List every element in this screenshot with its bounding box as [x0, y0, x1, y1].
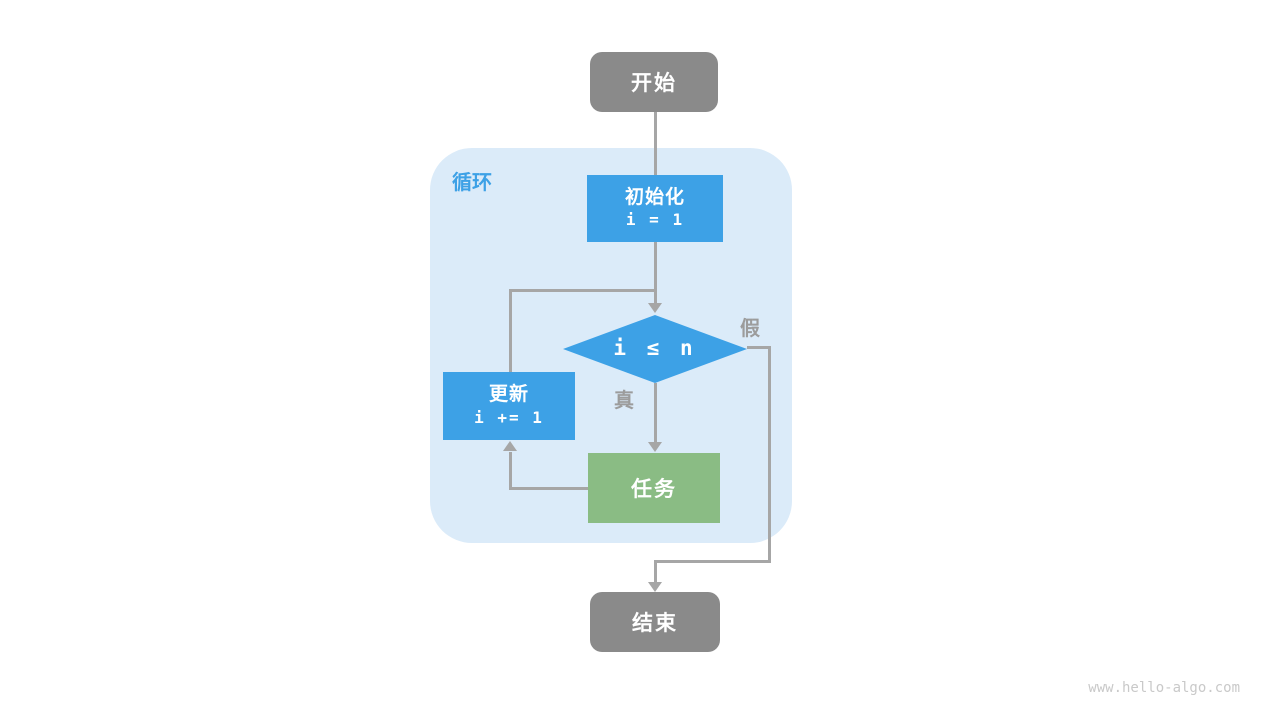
node-end-label: 结束	[632, 612, 678, 635]
node-update-code: i += 1	[474, 407, 544, 427]
node-init-code: i = 1	[625, 210, 685, 230]
watermark-text: www.hello-algo.com	[1088, 680, 1240, 696]
arrowhead-into-update-icon	[503, 441, 517, 451]
false-branch-label: 假	[740, 318, 760, 340]
edge-false-bottom-horizontal	[654, 560, 771, 563]
node-start-label: 开始	[631, 72, 677, 95]
edge-loopback-vertical	[509, 289, 512, 372]
node-end: 结束	[590, 592, 720, 652]
edge-init-to-condition	[654, 242, 657, 305]
edge-task-to-update-vertical	[509, 452, 512, 490]
node-init: 初始化 i = 1	[587, 175, 723, 242]
true-branch-label: 真	[614, 390, 634, 412]
edge-false-from-diamond	[747, 346, 771, 349]
arrowhead-into-task-icon	[648, 442, 662, 452]
arrowhead-into-condition-icon	[648, 303, 662, 313]
edge-loopback-horizontal	[509, 289, 657, 292]
node-task: 任务	[588, 453, 720, 523]
node-init-label: 初始化	[624, 186, 685, 208]
edge-false-vertical	[768, 346, 771, 563]
node-task-label: 任务	[631, 478, 677, 501]
node-update: 更新 i += 1	[443, 372, 575, 440]
loop-container-label: 循环	[452, 172, 492, 194]
edge-task-to-update-horizontal	[509, 487, 589, 490]
node-condition-expression: i ≤ n	[613, 336, 697, 361]
edge-false-to-end	[654, 560, 657, 584]
node-update-label: 更新	[488, 384, 529, 406]
edge-start-to-init	[654, 112, 657, 176]
arrowhead-into-end-icon	[648, 582, 662, 592]
edge-condition-to-task	[654, 383, 657, 442]
node-start: 开始	[590, 52, 718, 112]
